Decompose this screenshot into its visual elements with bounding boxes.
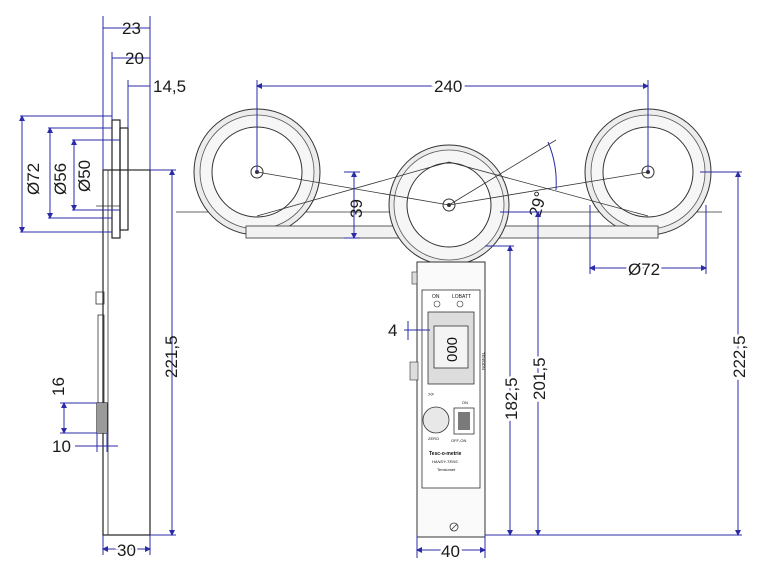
side-pulley-rim: [111, 119, 121, 239]
dim-16: 16: [49, 377, 68, 396]
control-panel: ON LOBATT 000 TENSION >> ZERO ON OFF-ON …: [421, 289, 486, 489]
zero-knob[interactable]: [422, 406, 450, 434]
dim-d56: Ø56: [51, 163, 70, 195]
front-view: ON LOBATT 000 TENSION >> ZERO ON OFF-ON …: [176, 74, 752, 564]
lobatt-led: [456, 300, 464, 308]
side-knob: [97, 403, 107, 433]
dim-d50: Ø50: [75, 160, 94, 192]
label-lobatt: LOBATT: [452, 294, 471, 300]
dim-182-5: 182,5: [502, 377, 521, 420]
dim-30: 30: [117, 541, 136, 560]
brand: Tesc-o-metrie: [429, 451, 462, 457]
dim-4: 4: [388, 321, 397, 340]
model: HANDY-TENS: [432, 459, 458, 464]
dim-240: 240: [434, 77, 462, 96]
side-view: 23 20 14,5 Ø72 Ø56 Ø50 221,5 16 10: [19, 16, 186, 562]
label-switch-top: ON: [462, 400, 468, 405]
dim-d72-side: Ø72: [24, 163, 43, 195]
dim-222-5: 222,5: [730, 335, 749, 378]
label-switch: OFF-ON: [451, 438, 466, 443]
dim-d72-front: Ø72: [628, 260, 660, 279]
dim-201-5: 201,5: [530, 357, 549, 400]
dim-39: 39: [347, 199, 366, 218]
dim-20: 20: [125, 49, 144, 68]
dim-10: 10: [52, 437, 71, 456]
dim-14-5: 14,5: [153, 77, 186, 96]
dim-40: 40: [441, 542, 460, 561]
label-on: ON: [432, 294, 440, 300]
dim-23: 23: [122, 19, 141, 38]
lcd-display: [433, 325, 469, 369]
display-value: 000: [444, 337, 461, 362]
on-led: [433, 300, 441, 308]
arrow-glyph: >>: [428, 392, 434, 398]
label-zero: ZERO: [428, 436, 439, 441]
side-body: [102, 169, 151, 536]
side-pulley-hub: [119, 127, 129, 231]
side-label: TENSION: [481, 352, 486, 370]
sub-brand: Tensiomet: [437, 467, 456, 472]
dim-221-5: 221,5: [162, 335, 181, 378]
